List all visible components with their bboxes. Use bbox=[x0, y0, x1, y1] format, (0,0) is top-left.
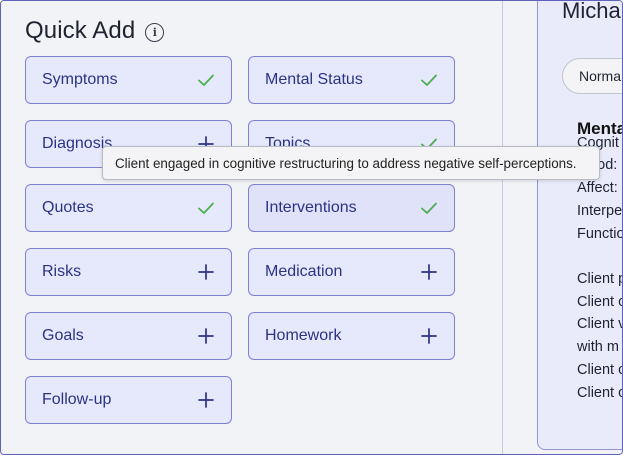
tile-medication[interactable]: Medication bbox=[248, 248, 455, 296]
tile-label: Medication bbox=[265, 263, 343, 280]
note-line: Affect: bbox=[577, 180, 618, 196]
plus-icon bbox=[198, 392, 214, 408]
info-icon[interactable]: i bbox=[145, 22, 165, 42]
tile-mental-status[interactable]: Mental Status bbox=[248, 56, 455, 104]
status-pill[interactable]: Norma bbox=[562, 58, 622, 94]
check-icon bbox=[421, 202, 437, 214]
tile-label: Risks bbox=[42, 263, 82, 280]
tile-label: Quotes bbox=[42, 199, 94, 216]
note-line: Client c bbox=[577, 385, 623, 401]
check-icon bbox=[421, 74, 437, 86]
tooltip-text: Client engaged in cognitive restructurin… bbox=[115, 155, 577, 171]
note-line: Client c bbox=[577, 362, 623, 378]
tile-follow-up[interactable]: Follow-up bbox=[25, 376, 232, 424]
tile-interventions[interactable]: Interventions bbox=[248, 184, 455, 232]
tile-label: Homework bbox=[265, 327, 342, 344]
note-line: Interpe bbox=[577, 203, 623, 219]
check-icon bbox=[198, 74, 214, 86]
note-line: with m bbox=[577, 339, 619, 355]
note-line: Client v bbox=[577, 316, 623, 332]
quick-add-header: Quick Add i bbox=[25, 15, 165, 47]
intervention-tooltip: Client engaged in cognitive restructurin… bbox=[102, 146, 600, 180]
plus-icon bbox=[198, 328, 214, 344]
tile-label: Follow-up bbox=[42, 391, 112, 408]
quick-add-title: Quick Add bbox=[25, 17, 136, 44]
tile-risks[interactable]: Risks bbox=[25, 248, 232, 296]
patient-name: Micha bbox=[562, 0, 621, 23]
tile-goals[interactable]: Goals bbox=[25, 312, 232, 360]
plus-icon bbox=[198, 264, 214, 280]
check-icon bbox=[198, 202, 214, 214]
patient-panel: Micha Norma Menta Cognit Mood: Affect: I… bbox=[504, 0, 623, 454]
tile-label: Diagnosis bbox=[42, 135, 113, 152]
plus-icon bbox=[421, 264, 437, 280]
tile-symptoms[interactable]: Symptoms bbox=[25, 56, 232, 104]
section-title: Menta bbox=[577, 119, 623, 138]
status-pill-label: Norma bbox=[579, 68, 622, 84]
tile-quotes[interactable]: Quotes bbox=[25, 184, 232, 232]
note-line: Client p bbox=[577, 271, 623, 287]
note-line: Client c bbox=[577, 294, 623, 310]
note-line: Functio bbox=[577, 226, 623, 242]
tile-label: Mental Status bbox=[265, 71, 363, 88]
plus-icon bbox=[421, 328, 437, 344]
tile-label: Goals bbox=[42, 327, 84, 344]
tile-label: Interventions bbox=[265, 199, 357, 216]
tile-homework[interactable]: Homework bbox=[248, 312, 455, 360]
tile-label: Symptoms bbox=[42, 71, 118, 88]
patient-card: Micha Norma Menta Cognit Mood: Affect: I… bbox=[537, 0, 623, 450]
quick-add-panel: Quick Add i Symptoms Mental Status Diagn… bbox=[1, 1, 503, 454]
